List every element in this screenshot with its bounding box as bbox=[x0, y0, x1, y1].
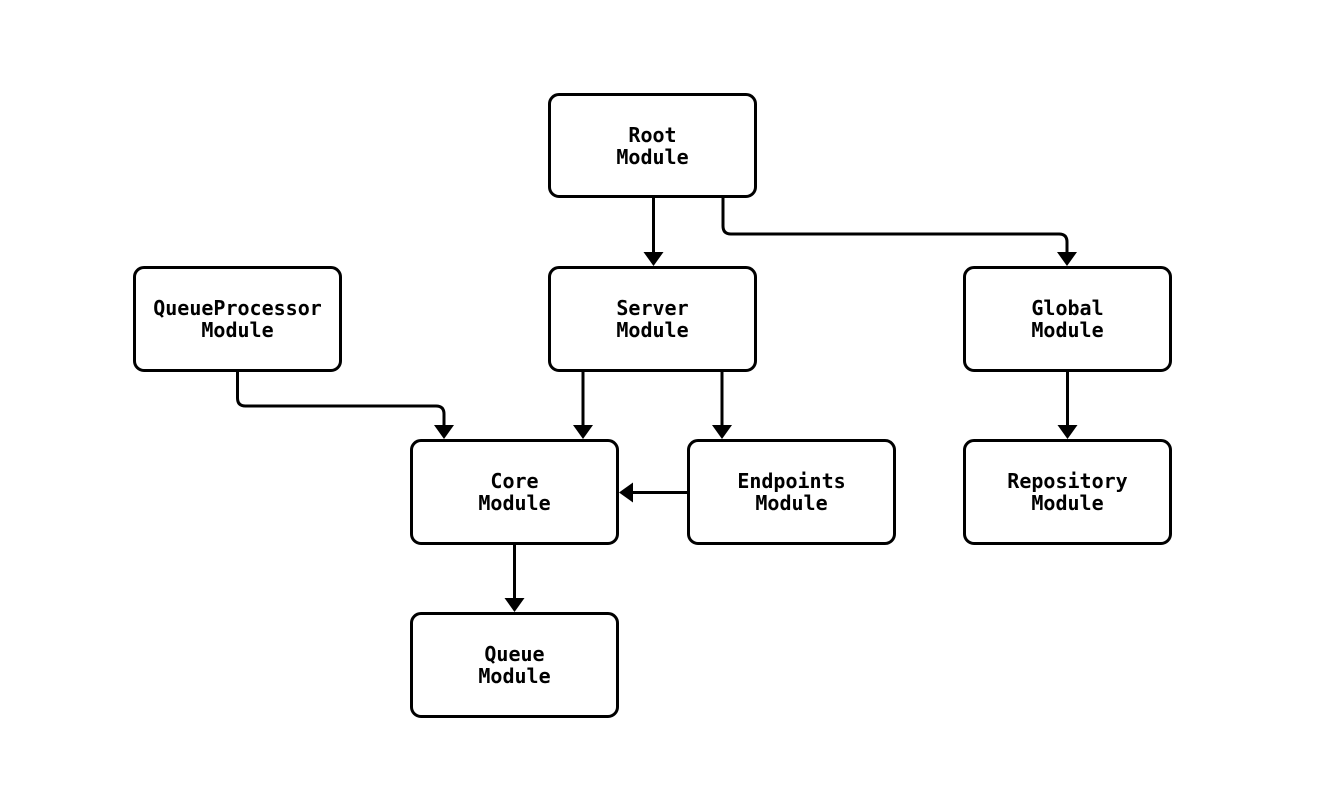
node-repository-module: Repository Module bbox=[963, 439, 1172, 545]
node-queue-module: Queue Module bbox=[410, 612, 619, 718]
edge-global-to-repository-arrowhead bbox=[1057, 425, 1078, 439]
node-global-module-label: Global Module bbox=[1031, 296, 1104, 342]
node-queue-processor-module: QueueProcessor Module bbox=[133, 266, 342, 372]
node-queue-module-label: Queue Module bbox=[478, 642, 551, 688]
edge-root-to-server-arrowhead bbox=[643, 252, 664, 266]
node-endpoints-module: Endpoints Module bbox=[687, 439, 896, 545]
node-root-module-label: Root Module bbox=[616, 122, 689, 169]
node-endpoints-module-label: Endpoints Module bbox=[737, 469, 846, 515]
node-queue-processor-module-label: QueueProcessor Module bbox=[153, 296, 322, 342]
edge-endpoints-to-core-arrowhead bbox=[619, 482, 633, 503]
node-repository-module-label: Repository Module bbox=[1007, 469, 1128, 515]
node-global-module: Global Module bbox=[963, 266, 1172, 372]
node-server-module: Server Module bbox=[548, 266, 757, 372]
edge-core-to-queue-arrowhead bbox=[504, 598, 525, 612]
node-core-module: Core Module bbox=[410, 439, 619, 545]
edge-server-to-endpoints-arrowhead bbox=[712, 425, 732, 439]
node-root-module: Root Module bbox=[548, 93, 757, 198]
edge-root-to-global-arrowhead bbox=[1057, 252, 1077, 266]
edge-queue-processor-to-core-arrowhead bbox=[434, 425, 454, 439]
edge-queue-processor-to-core-line bbox=[236, 372, 446, 425]
edge-root-to-global-line bbox=[721, 198, 1069, 252]
node-server-module-label: Server Module bbox=[616, 296, 689, 342]
edge-server-to-core-arrowhead bbox=[573, 425, 593, 439]
node-core-module-label: Core Module bbox=[478, 469, 551, 515]
